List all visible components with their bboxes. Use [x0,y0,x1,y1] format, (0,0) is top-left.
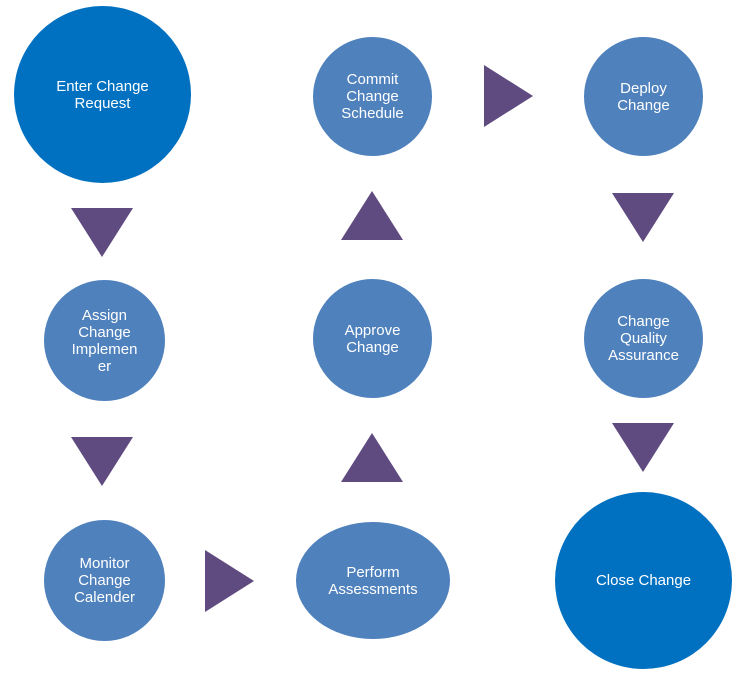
node-deploy-change: Deploy Change [584,37,703,156]
node-monitor-change-calender: Monitor Change Calender [44,520,165,641]
arrow-right-1 [205,550,254,612]
node-approve-change: Approve Change [313,279,432,398]
node-change-quality-assurance-label: Change Quality Assurance [608,313,679,364]
node-approve-change-label: Approve Change [344,321,401,356]
node-commit-change-schedule-label: Commit Change Schedule [341,71,404,122]
node-monitor-change-calender-label: Monitor Change Calender [74,555,135,606]
arrow-down-1 [71,208,133,257]
arrow-right-2 [484,65,533,127]
node-perform-assessments-label: Perform Assessments [328,563,418,598]
arrow-down-3 [612,193,674,242]
node-commit-change-schedule: Commit Change Schedule [313,37,432,156]
arrow-up-1 [341,433,403,482]
node-perform-assessments: Perform Assessments [296,522,450,639]
arrow-up-2 [341,191,403,240]
node-deploy-change-label: Deploy Change [617,79,670,114]
arrow-down-2 [71,437,133,486]
node-enter-change-request-label: Enter Change Request [56,77,149,112]
node-assign-change-implementer-label: Assign Change Implemen er [71,306,138,375]
node-assign-change-implementer: Assign Change Implemen er [44,280,165,401]
node-close-change-label: Close Change [595,572,692,589]
arrow-down-4 [612,423,674,472]
node-close-change: Close Change [555,492,732,669]
node-enter-change-request: Enter Change Request [14,6,191,183]
node-change-quality-assurance: Change Quality Assurance [584,279,703,398]
